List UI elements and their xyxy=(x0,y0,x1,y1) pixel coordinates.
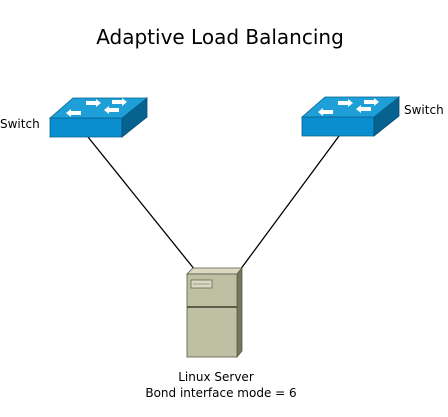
server-icon xyxy=(186,266,243,359)
switch-label-left: Switch xyxy=(0,117,40,131)
diagram-title: Adaptive Load Balancing xyxy=(96,25,344,49)
switch-icon-right xyxy=(300,96,401,137)
switch-label-right: Switch xyxy=(404,103,444,117)
link-right-switch-to-server xyxy=(239,135,340,271)
link-left-switch-to-server xyxy=(87,136,196,271)
server-label-line-2: Bond interface mode = 6 xyxy=(145,386,296,400)
switch-icon-left xyxy=(48,97,149,138)
server-label-line-1: Linux Server xyxy=(178,370,254,384)
